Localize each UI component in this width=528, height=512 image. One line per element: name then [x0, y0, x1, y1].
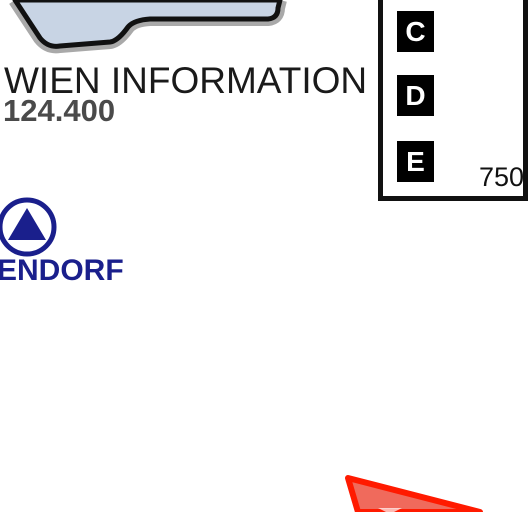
navaid-name: ENDORF	[0, 254, 124, 287]
red-arrow-shape	[345, 475, 483, 512]
legend-letter-d: D	[397, 75, 434, 116]
legend-letter-e: E	[397, 141, 434, 182]
legend-letter-c: C	[397, 11, 434, 52]
legend-box: C D E 750	[378, 0, 528, 201]
vor-triangle-icon	[0, 197, 57, 257]
legend-value: 750	[479, 162, 525, 192]
map-region-shape	[9, 0, 287, 54]
info-service-label: WIEN INFORMATION	[4, 60, 368, 101]
info-frequency: 124.400	[3, 93, 116, 128]
